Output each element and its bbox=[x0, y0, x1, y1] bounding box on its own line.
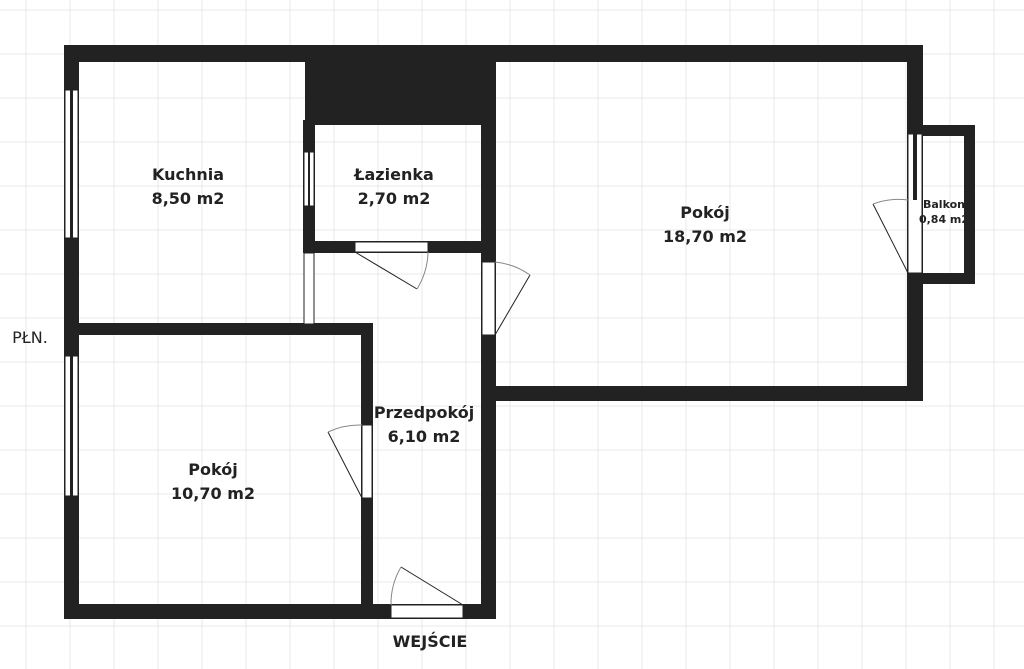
room-lazienka: Łazienka 2,70 m2 bbox=[354, 163, 434, 211]
door-entrance[interactable] bbox=[390, 604, 464, 619]
room-name: Pokój bbox=[188, 460, 238, 479]
door-big-room[interactable] bbox=[481, 261, 496, 336]
room-area: 18,70 m2 bbox=[663, 227, 747, 246]
door-bathroom[interactable] bbox=[354, 241, 429, 253]
north-label: PŁN. bbox=[12, 328, 48, 347]
wall-bottom bbox=[64, 604, 496, 619]
door-swings bbox=[327, 198, 909, 606]
room-area: 6,10 m2 bbox=[387, 427, 461, 446]
room-przedpokoj: Przedpokój 6,10 m2 bbox=[374, 401, 474, 449]
room-name: Kuchnia bbox=[151, 165, 225, 184]
entrance-label: WEJŚCIE bbox=[392, 632, 468, 651]
wall-balcony-top bbox=[907, 125, 975, 136]
room-name: Przedpokój bbox=[373, 403, 475, 422]
room-area: 0,84 m2 bbox=[918, 213, 970, 226]
room-name: Pokój bbox=[680, 203, 730, 222]
shaft bbox=[305, 45, 495, 125]
room-area: 2,70 m2 bbox=[357, 189, 431, 208]
wall-big-room-bottom bbox=[481, 386, 923, 401]
room-kuchnia: Kuchnia 8,50 m2 bbox=[152, 163, 225, 211]
room-pokoj-small: Pokój 10,70 m2 bbox=[171, 458, 255, 506]
kitchen-opening bbox=[303, 252, 315, 325]
walls bbox=[64, 45, 975, 619]
room-name: Balkon bbox=[923, 198, 965, 211]
door-small-room[interactable] bbox=[361, 424, 373, 499]
wall-balcony-bottom bbox=[907, 273, 975, 284]
openings bbox=[64, 89, 923, 619]
room-name: Łazienka bbox=[354, 165, 434, 184]
room-area: 10,70 m2 bbox=[171, 484, 255, 503]
room-area: 8,50 m2 bbox=[151, 189, 225, 208]
room-pokoj-large: Pokój 18,70 m2 bbox=[663, 201, 747, 249]
wall-balcony-right bbox=[964, 125, 975, 284]
wall-kitchen-bottom bbox=[64, 323, 373, 335]
room-balkon: Balkon 0,84 m2 bbox=[919, 197, 969, 227]
